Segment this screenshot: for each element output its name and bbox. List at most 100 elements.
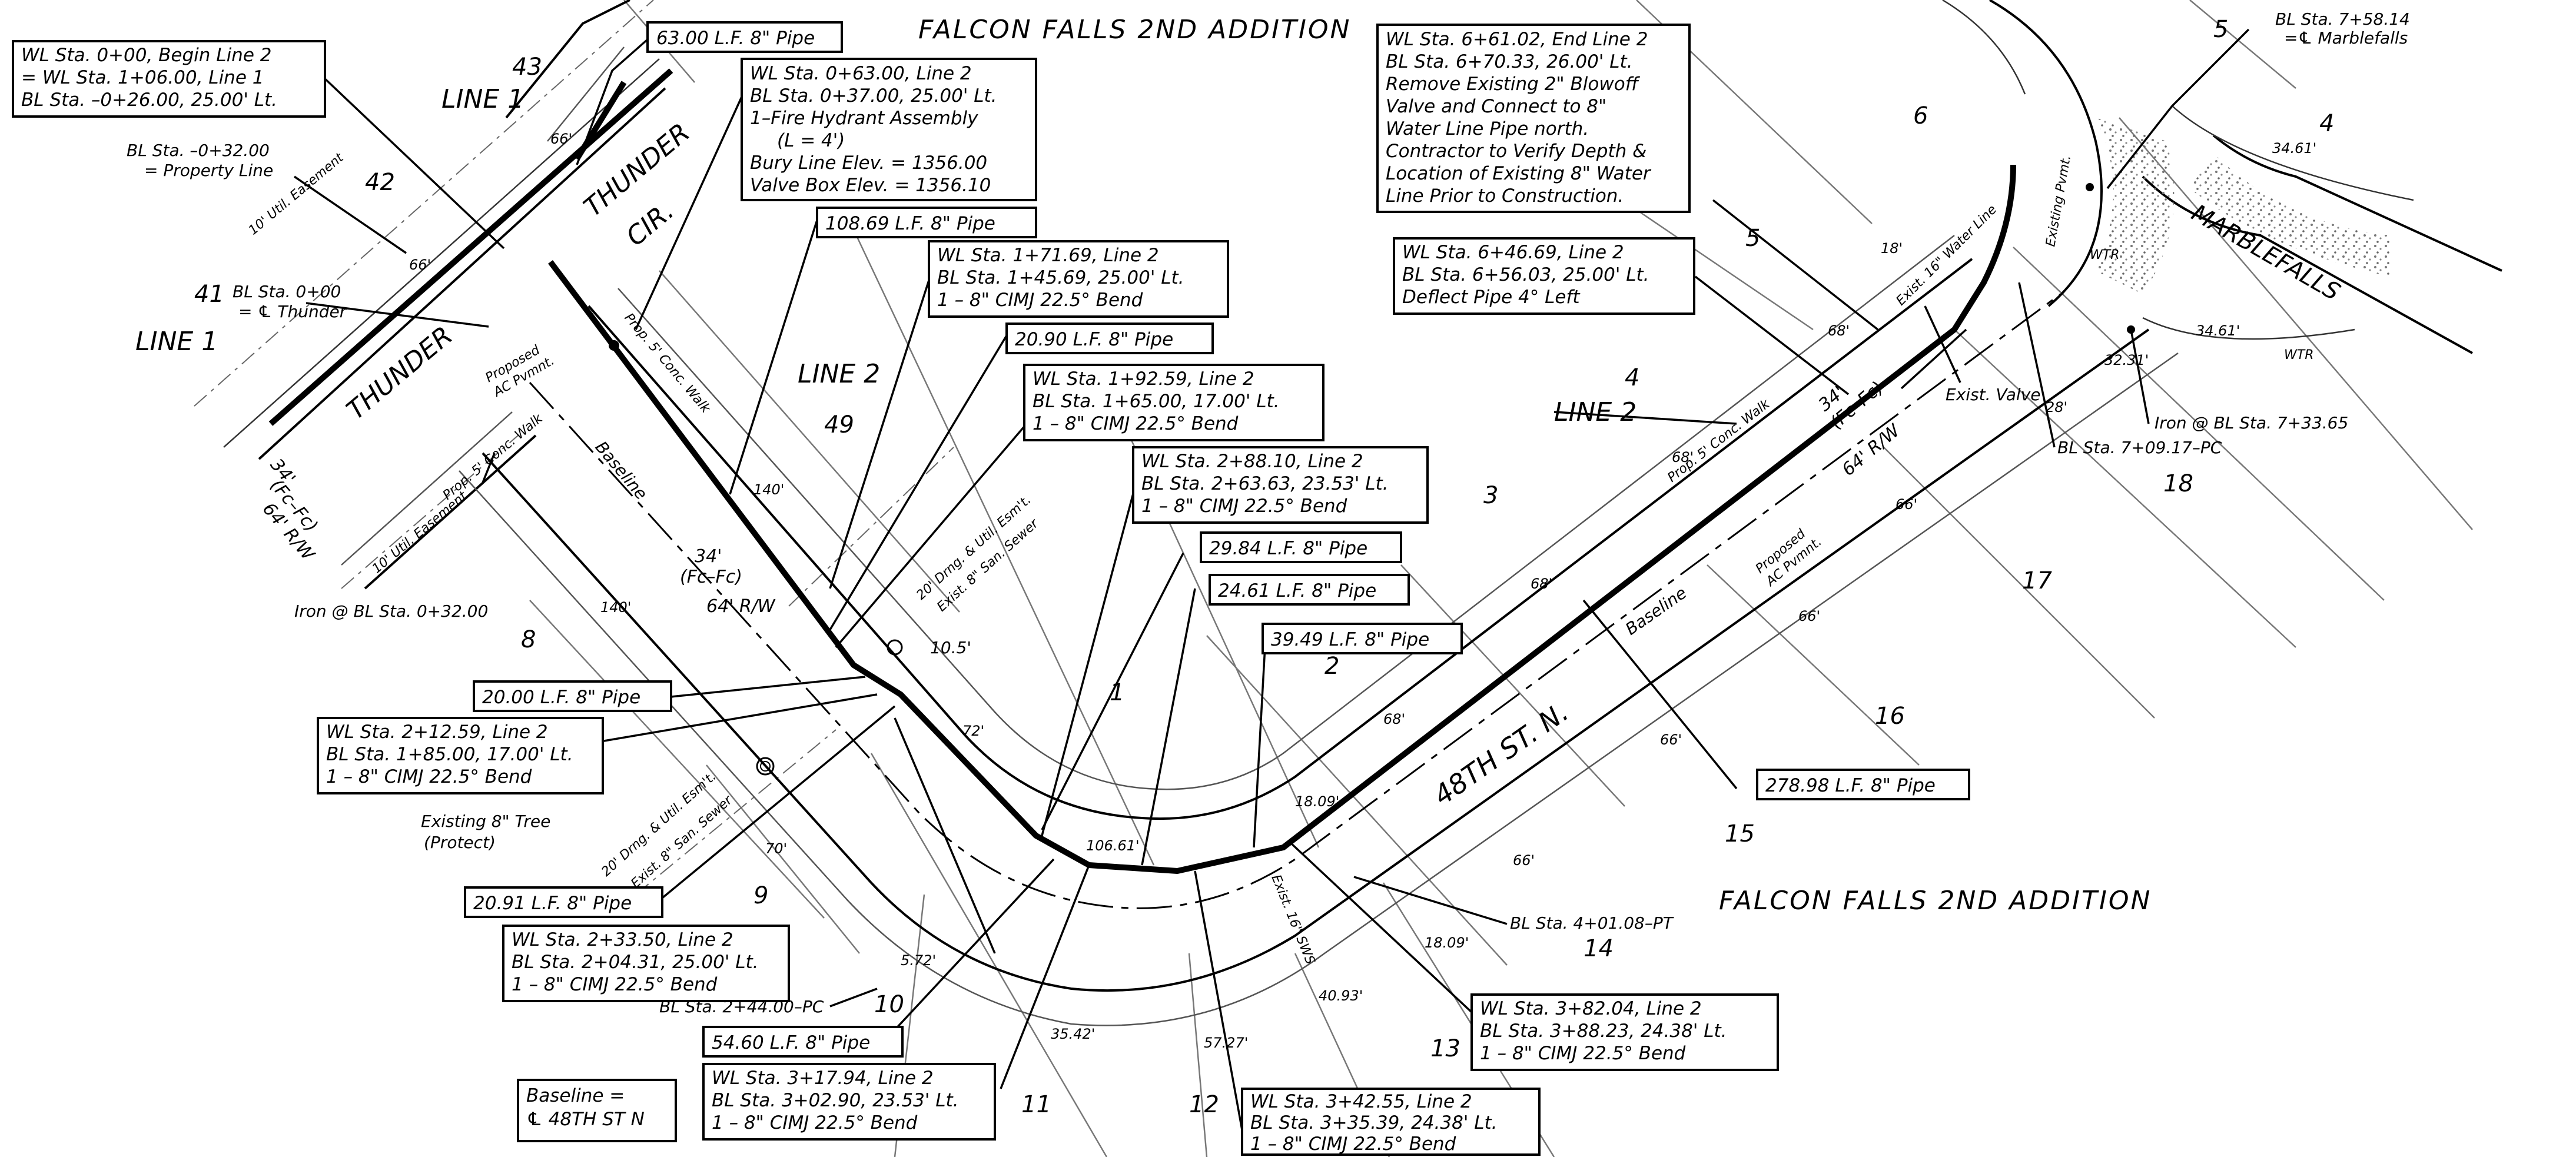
note-bl-minus-032: BL Sta. –0+32.00= Property Line — [127, 141, 273, 180]
lot-number: 5 — [2213, 16, 2228, 43]
callout-pipe-39-49: 39.49 L.F. 8" Pipe — [1262, 623, 1463, 654]
callout-pipe-20-91: 20.91 L.F. 8" Pipe — [464, 886, 663, 918]
street-thunder-cir-2: CIR. — [620, 196, 679, 252]
util-easement-2: 10' Util. Easement — [370, 488, 471, 577]
callout-pipe-29-84: 29.84 L.F. 8" Pipe — [1200, 531, 1402, 563]
dimension: 66' — [1513, 852, 1535, 869]
lot-number: 1 — [1110, 679, 1124, 706]
exist-16-sws: Exist. 16" SWS — [1268, 873, 1317, 967]
dimension: 66' — [1660, 732, 1682, 748]
lot-numbers: 43 42 41 49 8 9 10 1 2 3 4 5 6 4 5 18 17… — [194, 16, 2334, 1118]
lot-number: 41 — [194, 281, 224, 308]
proposed-ac-2: ProposedAC Pvmnt. — [1752, 522, 1824, 590]
note-dim-10-5: 10.5' — [930, 638, 971, 657]
dimension: 68' — [1531, 576, 1552, 592]
callout-pipe-20-90: 20.90 L.F. 8" Pipe — [1005, 323, 1214, 354]
dimension: 140' — [600, 599, 631, 616]
lot-number: 4 — [2319, 110, 2334, 137]
svg-text:WL Sta. 6+61.02, End Line 2BL: WL Sta. 6+61.02, End Line 2BL Sta. 6+70.… — [1386, 29, 1652, 207]
dimension: 28' — [2046, 399, 2067, 415]
svg-text:Baseline =℄ 48TH ST N: Baseline =℄ 48TH ST N — [526, 1085, 645, 1130]
svg-text:108.69 L.F. 8" Pipe: 108.69 L.F. 8" Pipe — [825, 213, 995, 234]
callout-pipe-108: 108.69 L.F. 8" Pipe — [816, 207, 1037, 238]
svg-text:WL Sta. 6+46.69, Line 2BL Sta.: WL Sta. 6+46.69, Line 2BL Sta. 6+56.03, … — [1402, 242, 1649, 308]
exist-water-line: Exist. 16" Water Line — [1894, 202, 2000, 309]
callout-pipe-278: 278.98 L.F. 8" Pipe — [1756, 769, 1970, 800]
note-bl-7-09-pc: BL Sta. 7+09.17–PC — [2057, 438, 2222, 457]
dimension: 70' — [765, 840, 787, 857]
dimension: 68' — [1672, 449, 1694, 466]
svg-text:WL Sta. 2+12.59, Line 2BL Sta.: WL Sta. 2+12.59, Line 2BL Sta. 1+85.00, … — [326, 722, 573, 787]
dimension: 18.09' — [1295, 793, 1339, 810]
dimension: 18' — [1881, 240, 1903, 257]
lot-number: 14 — [1584, 935, 1614, 962]
dimension: 34.61' — [2196, 323, 2240, 339]
lot-number: 8 — [521, 626, 536, 653]
callout-pipe-20-00: 20.00 L.F. 8" Pipe — [473, 680, 672, 712]
svg-text:63.00 L.F. 8" Pipe: 63.00 L.F. 8" Pipe — [656, 28, 815, 49]
svg-text:20.91 L.F. 8" Pipe: 20.91 L.F. 8" Pipe — [473, 893, 632, 914]
svg-text:WL Sta. 0+00, Begin Line 2= WL: WL Sta. 0+00, Begin Line 2= WL Sta. 1+06… — [21, 45, 277, 111]
svg-text:WL Sta. 3+42.55, Line 2BL Sta.: WL Sta. 3+42.55, Line 2BL Sta. 3+35.39, … — [1250, 1091, 1497, 1155]
title-bottom: FALCON FALLS 2ND ADDITION — [1719, 886, 2152, 916]
lot-number: 49 — [824, 411, 854, 438]
dimension: 66' — [550, 131, 572, 147]
lot-number: 4 — [1625, 364, 1639, 391]
lot-number: 17 — [2022, 567, 2052, 594]
note-bl-4-01-pt: BL Sta. 4+01.08–PT — [1510, 913, 1674, 933]
svg-text:29.84 L.F. 8" Pipe: 29.84 L.F. 8" Pipe — [1209, 538, 1367, 559]
road-edges — [223, 0, 2502, 1026]
callout-baseline-note: Baseline =℄ 48TH ST N — [517, 1079, 677, 1142]
note-bl-0-00: BL Sta. 0+00= ℄ Thunder — [233, 282, 347, 321]
svg-text:WL Sta. 0+63.00, Line 2BL Sta.: WL Sta. 0+63.00, Line 2BL Sta. 0+37.00, … — [750, 63, 997, 196]
note-wtr-1: WTR — [2284, 348, 2313, 363]
title-top: FALCON FALLS 2ND ADDITION — [918, 15, 1351, 45]
dimension: 40.93' — [1319, 988, 1363, 1004]
note-bl-7-58: BL Sta. 7+58.14=℄ Marblefalls — [2275, 9, 2410, 48]
callout-pipe-63: 63.00 L.F. 8" Pipe — [646, 21, 843, 53]
svg-text:WL Sta. 1+71.69, Line 2BL Sta.: WL Sta. 1+71.69, Line 2BL Sta. 1+45.69, … — [937, 245, 1184, 311]
callouts: WL Sta. 0+00, Begin Line 2= WL Sta. 1+06… — [12, 21, 1970, 1156]
note-iron-7-33: Iron @ BL Sta. 7+33.65 — [2155, 413, 2348, 433]
svg-text:278.98 L.F. 8" Pipe: 278.98 L.F. 8" Pipe — [1765, 775, 1936, 796]
lot-number: 2 — [1324, 653, 1339, 680]
lot-number: 42 — [365, 169, 395, 196]
proposed-ac-1: ProposedAC Pvmnt. — [482, 339, 557, 400]
tree-icon — [756, 757, 775, 776]
note-wtr-2: WTR — [2090, 248, 2119, 262]
baseline-label-1: Baseline — [592, 437, 652, 503]
fire-hydrant-icon — [609, 340, 619, 351]
dimension-labels: 66' 66' 140' 140' 72' 70' 5.72' 35.42' 5… — [409, 131, 2316, 1051]
lot-number: 16 — [1875, 703, 1905, 730]
line2-label-right: LINE 2 — [1554, 397, 1636, 427]
lot-number: 12 — [1189, 1091, 1219, 1118]
line1-label-left: LINE 1 — [135, 327, 218, 357]
svg-text:WL Sta. 2+88.10, Line 2BL Sta.: WL Sta. 2+88.10, Line 2BL Sta. 2+63.63, … — [1141, 451, 1388, 517]
lot-number: 5 — [1745, 225, 1760, 252]
dimension: 68' — [1828, 323, 1850, 339]
dimension: 66' — [1896, 496, 1917, 513]
dimension: 18.09' — [1425, 935, 1469, 951]
existing-pvmt: Existing Pvmt. — [2043, 154, 2074, 248]
dimension: 5.72' — [901, 952, 936, 969]
lot-number: 18 — [2163, 470, 2193, 497]
rw-64-2: 64' R/W — [706, 596, 776, 617]
callout-pipe-54-60: 54.60 L.F. 8" Pipe — [702, 1026, 904, 1058]
manhole-icon — [887, 639, 903, 656]
leader-lines — [294, 28, 2250, 1131]
dimension: 32.31' — [2104, 352, 2149, 368]
svg-text:WL Sta. 2+33.50, Line 2BL Sta.: WL Sta. 2+33.50, Line 2BL Sta. 2+04.31, … — [512, 929, 758, 995]
lot-number: 43 — [512, 54, 542, 81]
baseline-label-2: Baseline — [1622, 583, 1690, 639]
lot-number: 13 — [1430, 1035, 1460, 1062]
svg-text:20.00 L.F. 8" Pipe: 20.00 L.F. 8" Pipe — [482, 687, 640, 708]
